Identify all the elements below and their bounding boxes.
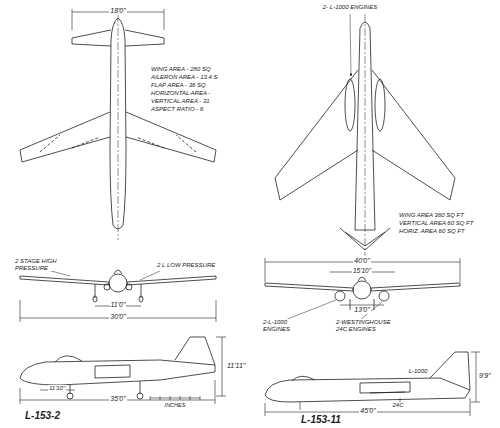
- dimension-label: HORIZ. AREA 60 SQ FT: [398, 228, 466, 235]
- dimension-label: 30'0": [109, 313, 127, 321]
- dimension-label: 24C: [391, 402, 404, 409]
- dimension-label: 40'0": [353, 257, 371, 265]
- dimension-label: 2 STAGE HIGH PRESSURE: [14, 258, 58, 271]
- dimension-label: ASPECT RATIO - 6: [150, 106, 204, 113]
- dimension-label: VERTICAL AREA - 31: [150, 98, 211, 105]
- dimension-label: INCHES: [164, 402, 187, 408]
- drawing-title: L-153-11: [300, 414, 342, 425]
- dimension-label: WING AREA 360 SQ FT: [398, 212, 465, 219]
- dimension-label: 2-L-1000 ENGINES: [262, 319, 308, 332]
- dimension-label: 13'0": [353, 306, 371, 314]
- dimension-label: 2-WESTINGHOUSE 24C ENGINES: [335, 319, 401, 332]
- dimension-label: L-1000: [408, 368, 429, 375]
- dimension-label: FLAP AREA - 36 SQ: [150, 82, 207, 89]
- dimension-label: WING AREA - 280 SQ: [150, 66, 212, 73]
- drawing-title: L-153-2: [24, 410, 61, 421]
- dimension-label: 18'0": [109, 7, 127, 15]
- dimension-label: VERTICAL AREA 60 SQ FT: [398, 220, 474, 227]
- dimension-label: 45'0": [359, 407, 377, 415]
- dimension-label: 15'10": [352, 267, 372, 274]
- dimension-label: 9'9": [478, 372, 492, 380]
- dimension-label: 11'10": [48, 385, 66, 392]
- dimension-label: AILERON AREA - 13.4 S: [150, 74, 219, 81]
- dimension-label: 35'0": [109, 395, 127, 403]
- dimension-label: 11'11": [226, 362, 246, 370]
- dimension-label: 11'0": [110, 301, 127, 309]
- dimension-label: 2 L LOW PRESSURE: [156, 262, 216, 269]
- dimension-label: 2- L-1000 ENGINES: [322, 4, 378, 11]
- dimension-label: HORIZONTAL AREA -: [150, 90, 211, 97]
